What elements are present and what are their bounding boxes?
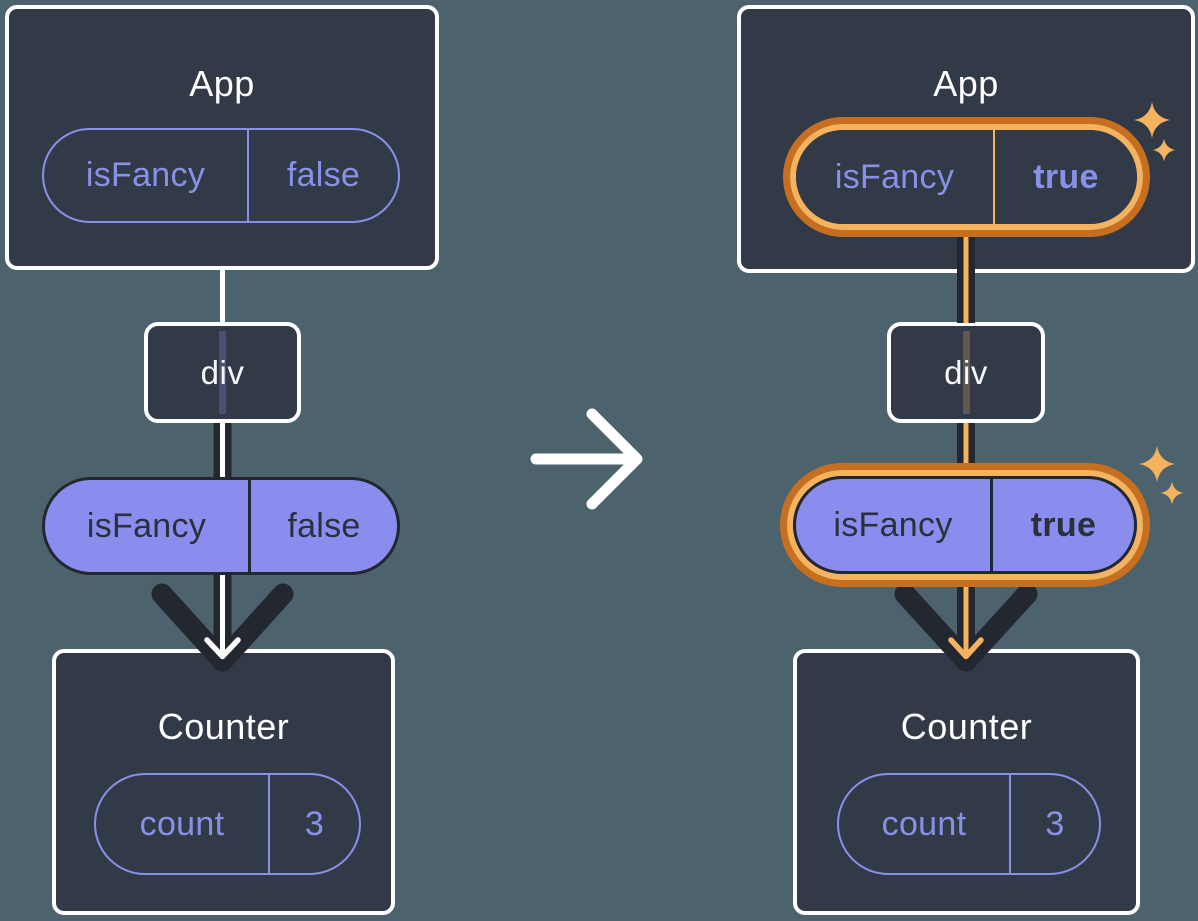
counter-title: Counter [157,706,290,747]
highlight-ring: isFancy true [780,463,1150,587]
prop-value-label: false [286,156,361,194]
pill-divider [1009,775,1011,873]
prop-value-cell: true [995,130,1137,224]
prop-name-cell: isFancy [45,480,248,572]
state-name-label: count [881,804,967,843]
app-prop-pill-after: isFancy true [796,130,1137,224]
pill-divider [268,775,270,873]
state-name-cell: count [96,775,268,873]
line-through-stripe [219,331,226,414]
pill-divider [993,130,995,224]
sparkle-icon [1160,481,1184,505]
count-state-pill-after: count 3 [837,773,1101,875]
div-node-after: div [887,322,1045,423]
highlight-ring-inner: isFancy true [787,470,1143,580]
pill-divider [248,480,251,572]
pill-divider [990,479,993,571]
state-value-cell: 3 [1011,775,1099,873]
counter-title: Counter [900,706,1033,747]
prop-name-cell: isFancy [44,130,247,221]
prop-value-cell: true [993,479,1134,571]
highlight-ring: isFancy true [783,117,1150,237]
pill-divider [247,130,249,221]
prop-value-label: true [1030,505,1097,544]
counter-node-after: Counter count 3 [793,649,1140,915]
prop-name-label: isFancy [833,505,953,544]
state-value-label: 3 [1045,804,1065,843]
state-value-cell: 3 [270,775,359,873]
right-arrow-icon [530,408,643,510]
app-title: App [933,63,999,104]
state-name-label: count [139,804,225,843]
sparkle-icon [1139,446,1175,482]
prop-name-cell: isFancy [796,130,993,224]
passed-prop-pill-after: isFancy true [793,476,1137,574]
counter-node-before: Counter count 3 [52,649,395,915]
prop-value-cell: false [249,130,398,221]
app-prop-pill-before: isFancy false [42,128,400,223]
div-node-before: div [144,322,301,423]
prop-value-label: false [287,506,361,545]
prop-name-label: isFancy [85,156,206,194]
div-label: div [200,353,245,391]
app-title: App [189,63,255,104]
highlight-ring-inner: isFancy true [790,124,1143,230]
line-through-stripe [963,331,970,414]
prop-value-label: true [1033,157,1099,196]
count-state-pill-before: count 3 [94,773,361,875]
state-name-cell: count [839,775,1009,873]
prop-name-label: isFancy [834,157,955,196]
prop-name-cell: isFancy [796,479,990,571]
state-value-label: 3 [304,804,325,843]
prop-value-cell: false [251,480,397,572]
prop-name-label: isFancy [86,506,207,545]
div-label: div [944,353,988,391]
passed-prop-pill-before: isFancy false [42,477,400,575]
